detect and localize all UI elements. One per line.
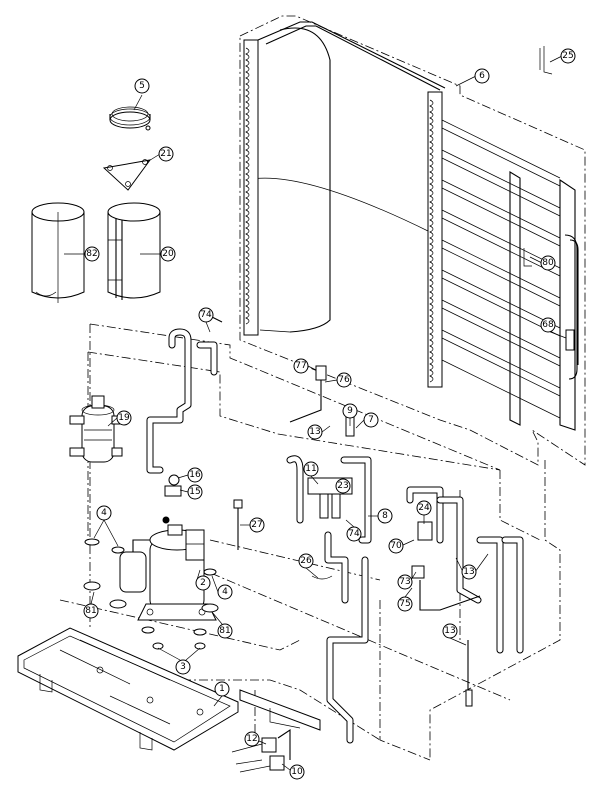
svg-text:16: 16 bbox=[189, 470, 201, 480]
svg-text:2: 2 bbox=[200, 578, 206, 588]
base-pan bbox=[17, 627, 239, 751]
svg-text:10: 10 bbox=[291, 767, 303, 777]
callout-82: 82 bbox=[84, 246, 100, 262]
callout-13c: 13 bbox=[442, 623, 458, 639]
callout-75: 75 bbox=[397, 596, 413, 612]
svg-text:4: 4 bbox=[101, 508, 107, 518]
callout-80: 80 bbox=[540, 255, 556, 271]
compressor bbox=[119, 524, 217, 621]
callout-2: 2 bbox=[195, 575, 211, 591]
callout-11: 11 bbox=[303, 461, 319, 477]
svg-text:27: 27 bbox=[251, 520, 262, 530]
svg-text:26: 26 bbox=[300, 556, 312, 566]
svg-text:8: 8 bbox=[382, 511, 388, 521]
svg-text:12: 12 bbox=[246, 734, 257, 744]
svg-text:76: 76 bbox=[338, 375, 350, 385]
callout-3: 3 bbox=[175, 659, 191, 675]
triangle-bracket-part bbox=[102, 159, 152, 191]
svg-text:6: 6 bbox=[479, 71, 485, 81]
svg-text:82: 82 bbox=[86, 249, 97, 259]
four-way-valve-piping bbox=[286, 455, 524, 744]
accumulator bbox=[69, 395, 123, 463]
callout-13b: 13 bbox=[461, 564, 477, 580]
callout-27: 27 bbox=[249, 517, 265, 533]
svg-text:5: 5 bbox=[139, 81, 145, 91]
svg-text:9: 9 bbox=[347, 406, 353, 416]
callout-6: 6 bbox=[474, 68, 490, 84]
svg-text:24: 24 bbox=[418, 503, 430, 513]
callout-25: 25 bbox=[560, 48, 576, 64]
callout-76: 76 bbox=[336, 372, 352, 388]
callout-15: 15 bbox=[187, 484, 203, 500]
svg-text:3: 3 bbox=[180, 662, 186, 672]
svg-text:73: 73 bbox=[399, 577, 410, 587]
svg-text:15: 15 bbox=[189, 487, 200, 497]
callout-70: 70 bbox=[388, 538, 404, 554]
callout-74a: 74 bbox=[198, 307, 214, 323]
callout-13a: 13 bbox=[307, 424, 323, 440]
grommet-set bbox=[83, 538, 219, 650]
insulation-sleeve-20 bbox=[107, 202, 161, 300]
callout-19: 19 bbox=[116, 410, 132, 426]
svg-text:68: 68 bbox=[542, 320, 554, 330]
svg-text:7: 7 bbox=[368, 415, 374, 425]
svg-text:80: 80 bbox=[542, 258, 554, 268]
callout-7: 7 bbox=[363, 412, 379, 428]
callout-4b: 4 bbox=[217, 584, 233, 600]
svg-text:13: 13 bbox=[309, 427, 320, 437]
svg-text:13: 13 bbox=[444, 626, 455, 636]
callout-24: 24 bbox=[416, 500, 432, 516]
callout-10: 10 bbox=[289, 764, 305, 780]
callout-73: 73 bbox=[397, 574, 413, 590]
svg-text:21: 21 bbox=[160, 149, 171, 159]
svg-text:74: 74 bbox=[348, 529, 360, 539]
svg-text:74: 74 bbox=[200, 310, 212, 320]
callout-8: 8 bbox=[377, 508, 393, 524]
svg-text:11: 11 bbox=[305, 464, 316, 474]
svg-text:70: 70 bbox=[390, 541, 402, 551]
svg-text:19: 19 bbox=[118, 413, 130, 423]
callout-4a: 4 bbox=[96, 505, 112, 521]
callout-81b: 81 bbox=[217, 623, 233, 639]
svg-text:13: 13 bbox=[463, 567, 474, 577]
service-valve-bracket bbox=[231, 689, 321, 773]
callout-5: 5 bbox=[134, 78, 150, 94]
callout-16: 16 bbox=[187, 467, 203, 483]
svg-text:20: 20 bbox=[162, 249, 174, 259]
callout-68: 68 bbox=[540, 317, 556, 333]
svg-text:23: 23 bbox=[337, 481, 348, 491]
svg-text:4: 4 bbox=[222, 587, 228, 597]
callout-81a: 81 bbox=[83, 603, 99, 619]
callout-74b: 74 bbox=[346, 526, 362, 542]
clamp-band-part bbox=[109, 106, 151, 131]
svg-text:1: 1 bbox=[219, 684, 225, 694]
callout-20: 20 bbox=[160, 246, 176, 262]
svg-text:25: 25 bbox=[562, 51, 573, 61]
insulation-sleeve-82 bbox=[31, 202, 85, 303]
callout-77: 77 bbox=[293, 358, 309, 374]
callout-9: 9 bbox=[342, 403, 358, 419]
callout-12: 12 bbox=[244, 731, 260, 747]
suction-piping bbox=[146, 328, 218, 524]
svg-text:81: 81 bbox=[85, 606, 96, 616]
callout-1: 1 bbox=[214, 681, 230, 697]
svg-text:77: 77 bbox=[295, 361, 306, 371]
svg-text:75: 75 bbox=[399, 599, 410, 609]
svg-text:81: 81 bbox=[219, 626, 230, 636]
callout-26: 26 bbox=[298, 553, 314, 569]
callout-23: 23 bbox=[335, 478, 351, 494]
condenser-coil bbox=[239, 15, 586, 466]
callout-21: 21 bbox=[158, 146, 174, 162]
